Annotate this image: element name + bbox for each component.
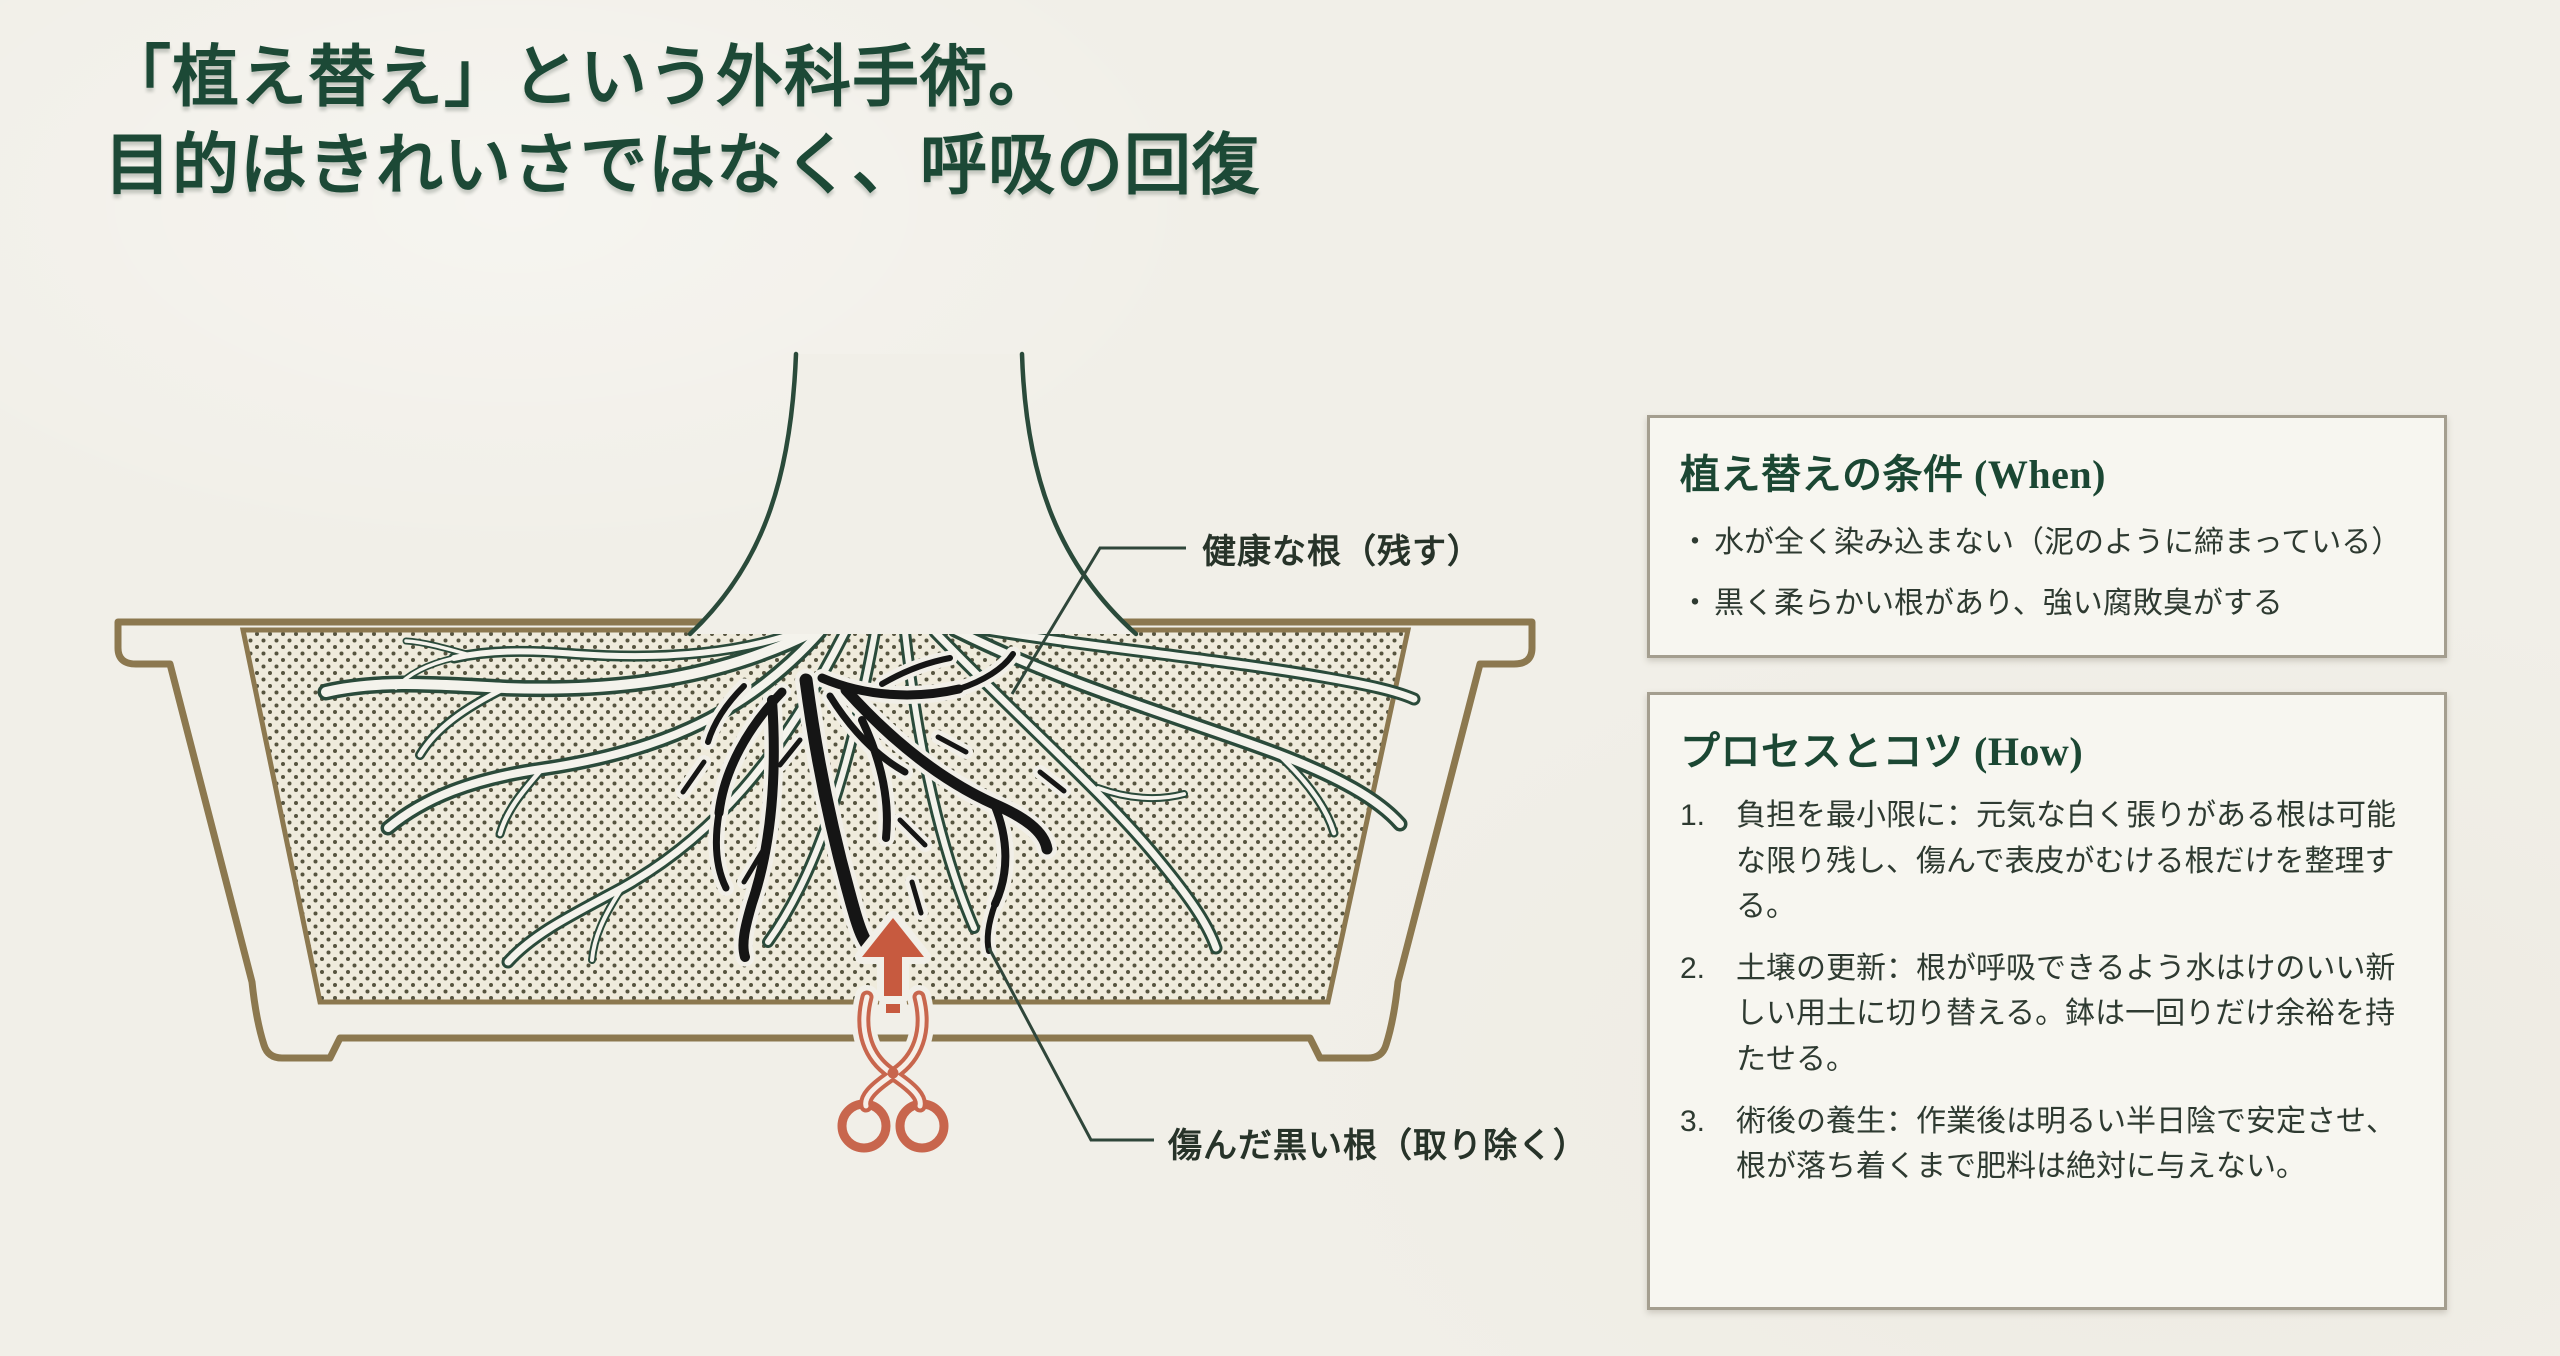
healthy-root-connector <box>1010 546 1186 695</box>
when-panel-title: 植え替えの条件 (When) <box>1680 452 2106 497</box>
how-step-2: 2. 土壌の更新：根が呼吸できるよう水はけのいい新しい用土に切り替える。鉢は一回… <box>1680 946 2414 1083</box>
page-title-line1: 「植え替え」という外科手術。 <box>104 41 1056 115</box>
when-bullet-1-text: 水が全く染み込まない（泥のように締まっている） <box>1714 526 2402 559</box>
how-step-1-text: 負担を最小限に：元気な白く張りがある根は可能な限り残し、傷んで表皮がむける根だけ… <box>1736 799 2396 924</box>
step-number: 2. <box>1680 951 1706 985</box>
scissors-pivot <box>887 1067 899 1079</box>
bullet-marker: ・ <box>1680 526 1710 559</box>
when-bullet-2-text: 黒く柔らかい根があり、強い腐敗臭がする <box>1714 587 2283 620</box>
healthy-root-label: 健康な根（残す） <box>1202 533 1482 571</box>
up-arrow-icon <box>855 911 931 1020</box>
scissors-icon <box>831 997 955 1159</box>
how-panel-title: プロセスとコツ (How) <box>1680 729 2084 774</box>
page-title-line2: 目的はきれいさではなく、呼吸の回復 <box>104 129 1260 204</box>
when-bullet-1: ・ 水が全く染み込まない（泥のように締まっている） <box>1680 520 2414 565</box>
when-bullet-2: ・ 黒く柔らかい根があり、強い腐敗臭がする <box>1680 581 2414 626</box>
page-title: 「植え替え」という外科手術。 目的はきれいさではなく、呼吸の回復 <box>104 34 1260 211</box>
damaged-root-label: 傷んだ黒い根（取り除く） <box>1168 1127 1588 1165</box>
tree-trunk <box>687 351 1139 637</box>
how-step-1: 1. 負担を最小限に：元気な白く張りがある根は可能な限り残し、傷んで表皮がむける… <box>1680 793 2414 930</box>
step-number: 1. <box>1680 799 1706 832</box>
pot-outline <box>114 618 1536 1062</box>
step-number: 3. <box>1680 1104 1706 1138</box>
label-connector-lines <box>987 546 1186 1142</box>
how-step-3: 3. 術後の養生：作業後は明るい半日陰で安定させ、根が落ち着くまで肥料は絶対に与… <box>1680 1099 2414 1190</box>
how-step-2-text: 土壌の更新：根が呼吸できるよう水はけのいい新しい用土に切り替える。鉢は一回りだけ… <box>1736 951 2396 1076</box>
bullet-marker: ・ <box>1680 587 1710 620</box>
how-step-3-text: 術後の養生：作業後は明るい半日陰で安定させ、根が落ち着くまで肥料は絶対に与えない… <box>1736 1104 2396 1184</box>
how-panel: プロセスとコツ (How) 1. 負担を最小限に：元気な白く張りがある根は可能な… <box>1647 692 2447 1310</box>
when-panel: 植え替えの条件 (When) ・ 水が全く染み込まない（泥のように締まっている）… <box>1647 415 2447 658</box>
damaged-root-connector <box>987 947 1154 1142</box>
